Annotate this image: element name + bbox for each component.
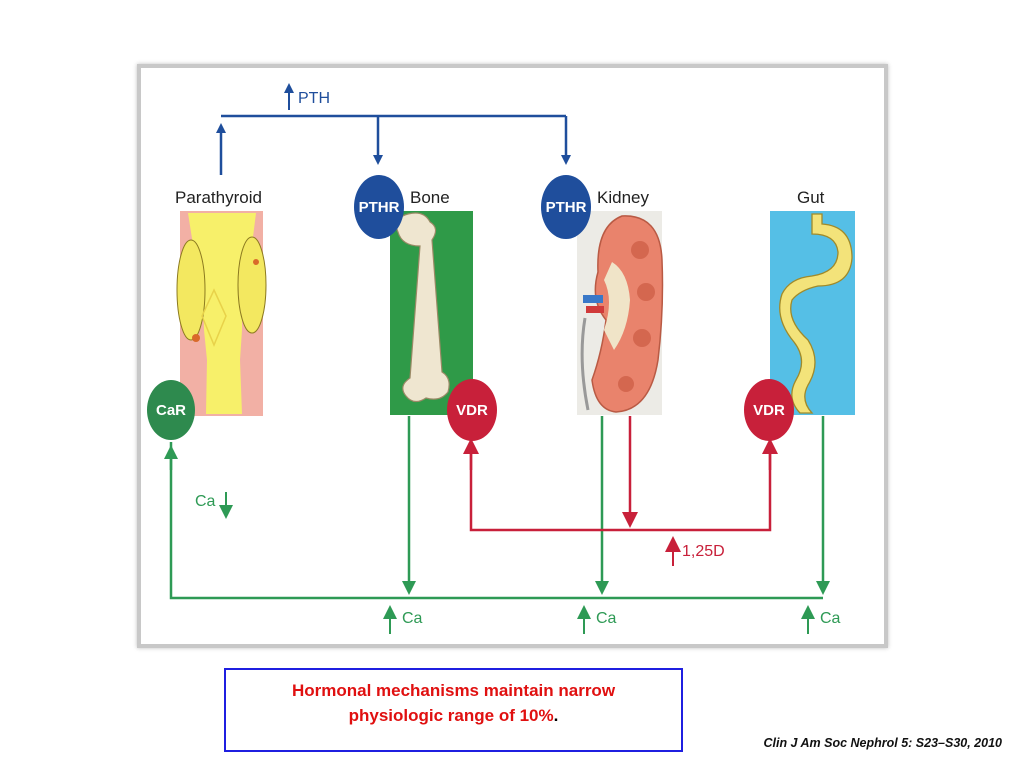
pthr-bone-receptor: PTHR xyxy=(354,175,404,239)
parathyroid-organ: Parathyroid xyxy=(175,188,267,416)
vitd-label: 1,25D xyxy=(682,543,725,560)
kidney-organ: Kidney xyxy=(577,188,664,415)
gut-organ: Gut xyxy=(770,188,855,415)
bone-label: Bone xyxy=(410,188,450,207)
caption-box: Hormonal mechanisms maintain narrow phys… xyxy=(224,668,683,752)
car-label: CaR xyxy=(156,402,186,419)
vdr-bone-receptor: VDR xyxy=(447,379,497,441)
ca-up-label-kidney: Ca xyxy=(596,610,617,627)
caption-line-2-text: physiologic range of 10% xyxy=(348,706,554,725)
ca-up-label-bone: Ca xyxy=(402,610,423,627)
bone-organ: Bone xyxy=(390,188,473,415)
car-receptor: CaR xyxy=(147,380,195,440)
ca-up-label-gut: Ca xyxy=(820,610,841,627)
ca-down-label: Ca xyxy=(195,493,216,510)
pthr-kidney-label: PTHR xyxy=(546,199,587,216)
caption-line-1-text: Hormonal mechanisms maintain narrow xyxy=(291,681,616,700)
calcium-pathway: Ca Ca Ca Ca xyxy=(164,416,841,634)
caption-period: . xyxy=(553,706,559,725)
vdr-bone-label: VDR xyxy=(456,402,488,419)
parathyroid-label: Parathyroid xyxy=(175,188,262,207)
vdr-gut-label: VDR xyxy=(753,402,785,419)
pthr-kidney-receptor: PTHR xyxy=(541,175,591,239)
citation: Clin J Am Soc Nephrol 5: S23–S30, 2010 xyxy=(763,736,1002,750)
gut-label: Gut xyxy=(797,188,825,207)
caption-line-1: Hormonal mechanisms maintain narrow xyxy=(226,678,681,703)
vdr-gut-receptor: VDR xyxy=(744,379,794,441)
pth-pathway: PTH xyxy=(216,83,571,175)
caption-line-2: physiologic range of 10%. xyxy=(226,703,681,728)
pth-label: PTH xyxy=(298,90,330,107)
pthr-bone-label: PTHR xyxy=(359,199,400,216)
kidney-label: Kidney xyxy=(597,188,649,207)
vitamin-d-pathway: 1,25D xyxy=(463,416,778,566)
